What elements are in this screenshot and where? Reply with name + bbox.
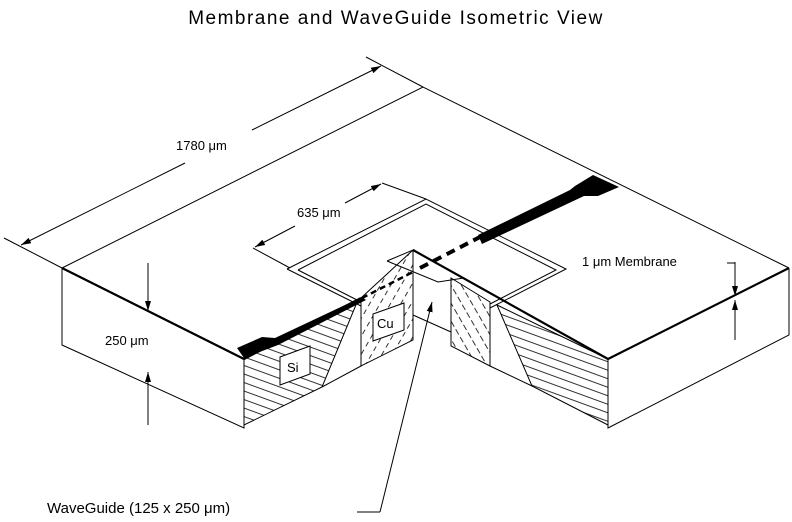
copper-block: [360, 248, 414, 367]
diagram-title: Membrane and WaveGuide Isometric View: [188, 8, 604, 29]
cu-label: Cu: [377, 316, 394, 331]
dimension-thickness: 250 μm: [105, 263, 151, 425]
dimension-membrane-thickness: 1 μm Membrane: [582, 254, 738, 340]
si-label: Si: [287, 360, 299, 375]
si-label-box: Si: [279, 345, 311, 386]
membrane-width-label: 635 μm: [297, 205, 341, 220]
dimension-membrane-width: 635 μm: [252, 182, 427, 269]
thickness-label: 250 μm: [105, 333, 149, 348]
dimension-length: 1780 μm: [3, 56, 424, 269]
length-label: 1780 μm: [176, 138, 227, 153]
waveguide-callout: WaveGuide (125 x 250 μm): [47, 301, 433, 517]
waveguide-strip: [237, 175, 619, 358]
membrane-label: 1 μm Membrane: [582, 254, 677, 269]
right-wall-block: [450, 277, 491, 367]
cu-label-box: Cu: [372, 302, 405, 342]
substrate-block: [61, 86, 790, 429]
waveguide-label: WaveGuide (125 x 250 μm): [47, 500, 230, 517]
silicon-section-right: [496, 303, 609, 426]
